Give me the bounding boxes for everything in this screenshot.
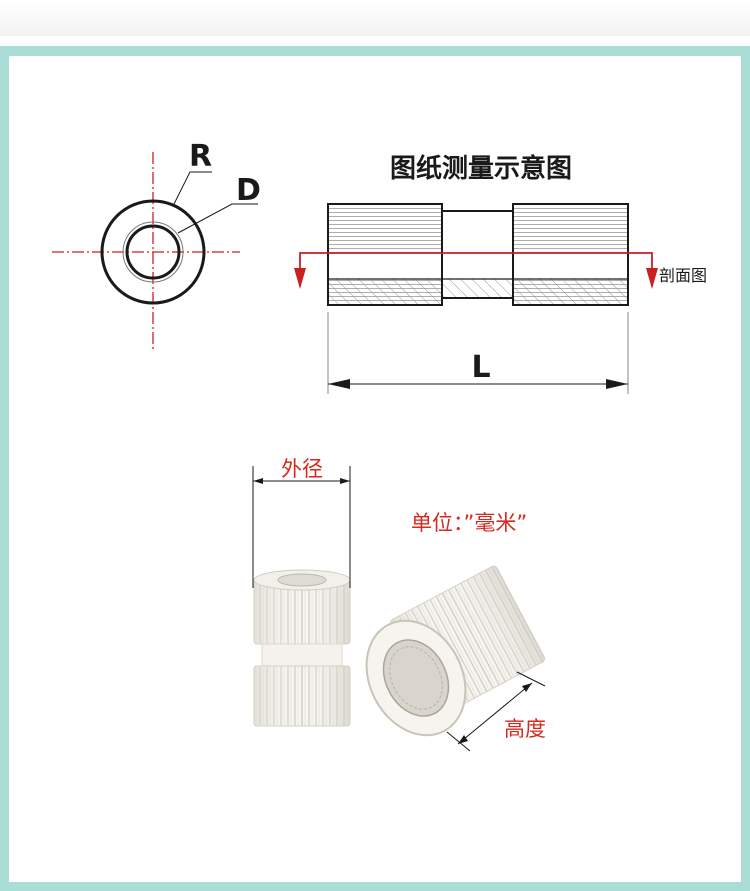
inner-circle	[125, 224, 181, 280]
section-arrow-left	[294, 268, 306, 289]
section-hatch-left	[329, 279, 441, 304]
radius-label: R	[189, 139, 212, 174]
thread-circle	[122, 221, 184, 283]
diameter-label: D	[236, 173, 261, 208]
height-arrow-bottom	[458, 735, 468, 744]
outer-circle	[100, 199, 206, 305]
side-view: 图纸测量示意图 剖面图	[294, 153, 707, 394]
diagram-title: 图纸测量示意图	[390, 153, 572, 184]
diameter-leader	[177, 203, 258, 234]
length-arrow-left	[328, 379, 350, 389]
neck-clear	[443, 212, 512, 278]
height-label: 高度	[504, 717, 546, 741]
measurement-diagram: R D 图纸测量示意图	[52, 139, 707, 752]
top-strip	[0, 0, 750, 36]
height-dim-line	[457, 682, 533, 745]
diameter-arrow-left	[253, 478, 263, 484]
height-ext-top	[516, 671, 546, 687]
standing-insert	[253, 569, 351, 727]
height-arrow-top	[522, 683, 532, 692]
left-block-clear	[329, 254, 441, 278]
section-arrow-right	[646, 268, 658, 289]
lying-insert-face	[365, 619, 467, 737]
outer-diameter-label: 外径	[281, 457, 323, 481]
radius-leader	[173, 171, 212, 205]
length-arrow-right	[606, 379, 628, 389]
insert-photo: 外径 单位：”毫米” 高度	[252, 457, 546, 752]
section-label: 剖面图	[659, 266, 707, 285]
height-ext-bottom	[446, 731, 471, 752]
end-view: R D	[52, 139, 261, 352]
right-block-clear	[514, 254, 627, 278]
section-hatch-neck	[443, 279, 512, 297]
unit-label: 单位：”毫米”	[411, 511, 527, 535]
diameter-arrow-right	[340, 478, 350, 484]
content-panel: R D 图纸测量示意图	[9, 56, 741, 882]
section-hatch-right	[514, 279, 627, 304]
teal-frame: R D 图纸测量示意图	[0, 46, 750, 891]
length-label: L	[471, 350, 490, 385]
section-cut-line	[299, 252, 653, 268]
